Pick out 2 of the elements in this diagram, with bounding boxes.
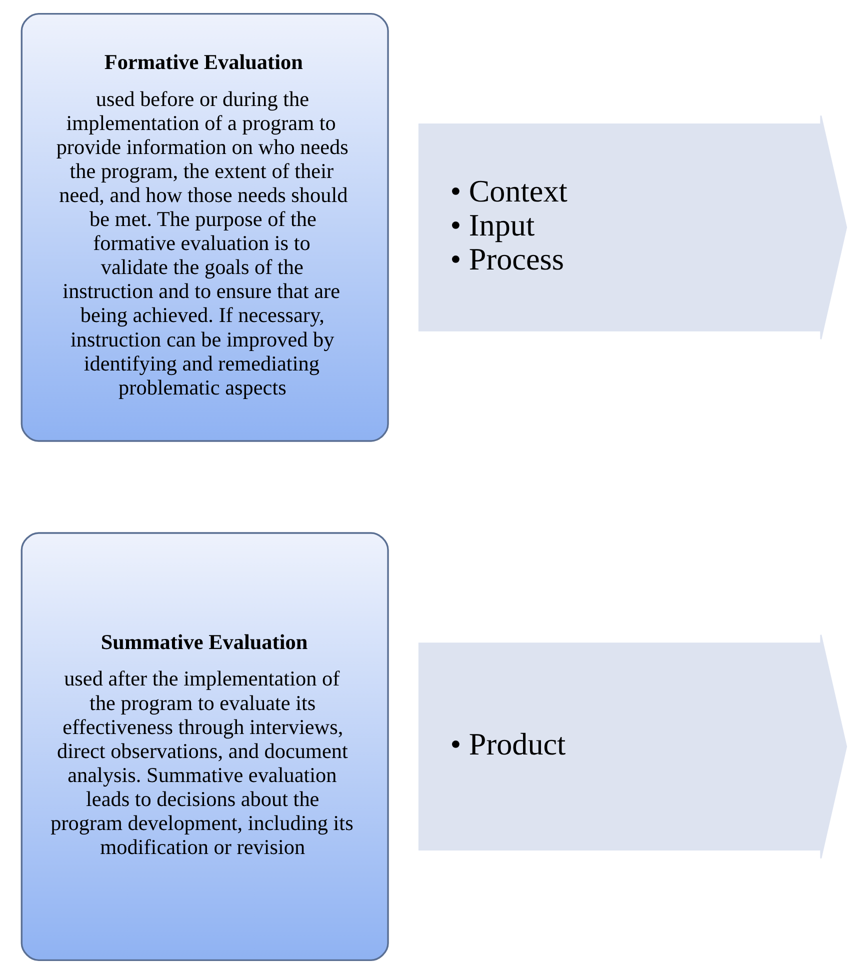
node-box: Summative Evaluation used after the implementation of the program to evaluate its effectiveness through interviews, direct observations, and document analysis. Summative evaluation leads to decisions about the program development, including its modification or revision: [20, 532, 389, 962]
node-box: Formative Evaluation used before or during the implementation of a program to provide information on who needs the program, the extent of their need, and how those needs should be met. The purpose of the formative evaluation is to validate the goals of the instruction and to ensure that are being achieved. If necessary, instruction can be improved by identifying and remediating problematic aspects: [20, 12, 389, 442]
